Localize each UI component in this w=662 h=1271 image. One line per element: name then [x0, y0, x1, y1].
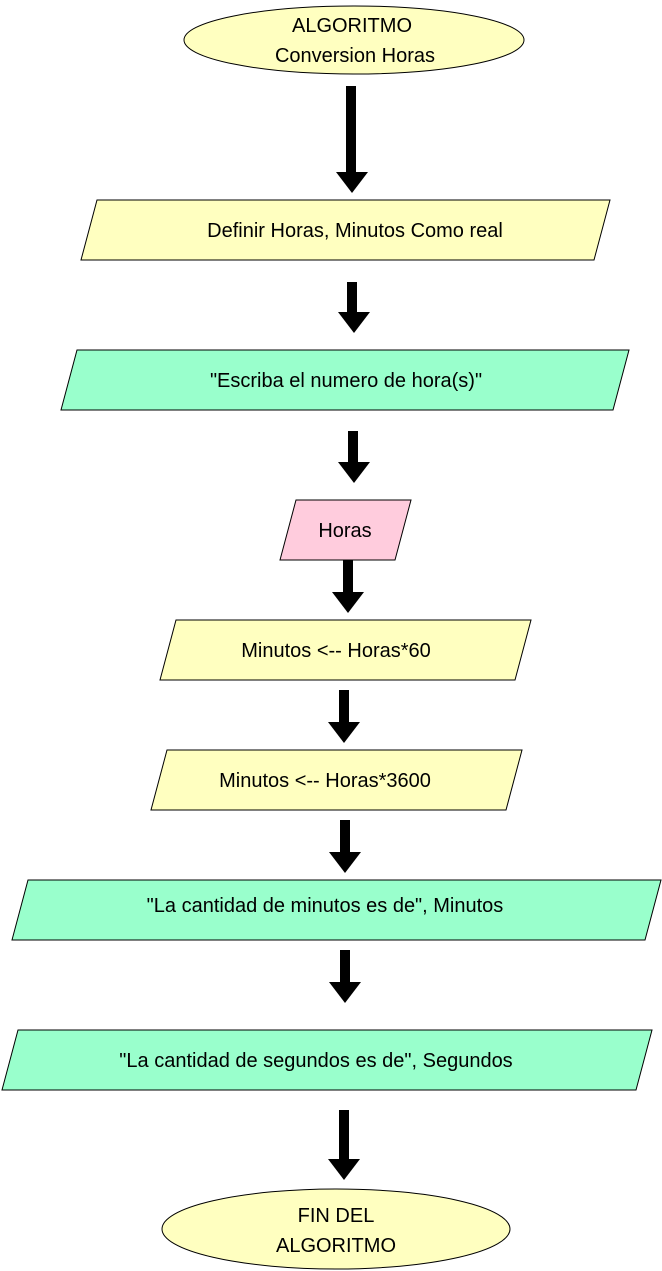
print-minutes-step[interactable]: "La cantidad de minutos es de", Minutos — [11, 879, 662, 941]
arrow-prompt-to-read — [338, 431, 370, 483]
print-minutes-shape — [11, 879, 662, 941]
read-hours-shape — [279, 499, 412, 561]
read-hours-step[interactable]: Horas — [279, 499, 412, 561]
end-terminal[interactable]: FIN DEL ALGORITMO — [161, 1188, 511, 1270]
start-title-line1: ALGORITMO — [292, 15, 412, 37]
prompt-output-shape — [60, 349, 630, 411]
arrow-minutes-to-seconds — [328, 690, 360, 743]
define-variables-shape — [80, 199, 611, 261]
arrow-start-to-define — [336, 86, 368, 193]
calc-seconds-shape — [150, 749, 523, 811]
print-seconds-shape — [1, 1029, 653, 1091]
prompt-output-step[interactable]: "Escriba el numero de hora(s)" — [60, 349, 630, 411]
calc-seconds-label: Minutos <-- Horas*3600 — [219, 770, 431, 792]
calc-minutes-step[interactable]: Minutos <-- Horas*60 — [159, 619, 532, 681]
arrow-print-seconds-to-end — [328, 1110, 360, 1180]
end-terminal-shape — [161, 1188, 511, 1270]
arrow-print-minutes-to-print-seconds — [329, 950, 361, 1003]
start-title-line2: Conversion Horas — [275, 45, 435, 67]
define-variables-label: Definir Horas, Minutos Como real — [207, 220, 503, 242]
calc-minutes-shape — [159, 619, 532, 681]
calc-minutes-label: Minutos <-- Horas*60 — [241, 640, 431, 662]
arrow-define-to-prompt — [338, 282, 370, 333]
start-terminal-shape — [183, 5, 525, 75]
define-variables-step[interactable]: Definir Horas, Minutos Como real — [80, 199, 611, 261]
start-terminal[interactable]: ALGORITMO Conversion Horas — [183, 5, 525, 75]
arrow-seconds-to-print-minutes — [329, 820, 361, 873]
print-seconds-label: "La cantidad de segundos es de", Segundo… — [119, 1050, 512, 1072]
calc-seconds-step[interactable]: Minutos <-- Horas*3600 — [150, 749, 523, 811]
print-seconds-step[interactable]: "La cantidad de segundos es de", Segundo… — [1, 1029, 653, 1091]
print-minutes-label: "La cantidad de minutos es de", Minutos — [147, 895, 504, 917]
read-hours-label: Horas — [318, 520, 371, 542]
end-title-line2: ALGORITMO — [276, 1235, 396, 1257]
end-title-line1: FIN DEL — [298, 1205, 375, 1227]
arrow-read-to-minutes — [332, 560, 364, 613]
prompt-output-label: "Escriba el numero de hora(s)" — [210, 370, 482, 392]
